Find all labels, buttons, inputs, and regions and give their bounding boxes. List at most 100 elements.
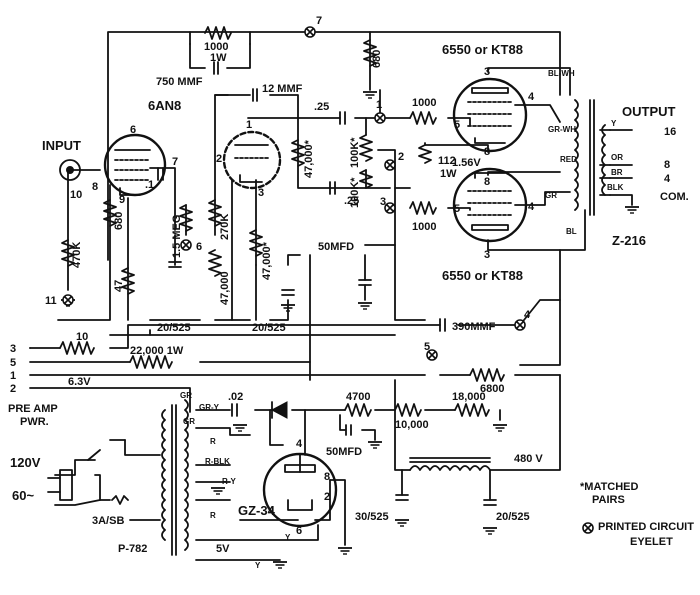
r-22000: 22,000 1W: [130, 345, 184, 357]
output-transformer: [574, 99, 606, 216]
r-680-left: 680: [113, 212, 125, 230]
tube-6550-upper: [452, 77, 528, 153]
tube-6an8-triode: [222, 130, 282, 190]
pin-6550a-3: 3: [484, 66, 490, 78]
tap-8: 8: [664, 159, 670, 171]
r-10000: 10,000: [395, 419, 429, 431]
r-1000-top: 1000: [204, 41, 228, 53]
note-pairs: PAIRS: [592, 494, 625, 506]
pin-3: 3: [10, 343, 16, 355]
c-12: 12 MMF: [262, 83, 303, 95]
wire-blk: BLK: [607, 183, 624, 192]
voltage-480: 480 V: [514, 453, 543, 465]
pin-6an8-6: 6: [130, 124, 136, 136]
c-025-a: .25: [314, 101, 329, 113]
wire-y: Y: [611, 119, 617, 128]
note-matched: *MATCHED: [580, 481, 639, 493]
output-transformer-label: Z-216: [612, 233, 646, 248]
wire-y-3: Y: [255, 561, 261, 570]
r-100k-a: 100K*: [349, 137, 361, 168]
note-eyelet-1: PRINTED CIRCUIT: [598, 521, 694, 533]
fuse-label: 3A/SB: [92, 515, 124, 527]
eyelet-7: 7: [316, 15, 322, 27]
eyelet-6: 6: [196, 241, 202, 253]
c-20-525-a: 20/525: [157, 322, 191, 334]
eyelet-11: 11: [45, 295, 57, 307]
wire-bl: BL: [566, 227, 577, 236]
c-30-525: 30/525: [355, 511, 389, 523]
pin-6550a-8: 8: [484, 146, 490, 158]
tap-4: 4: [664, 173, 671, 185]
tube-gz34: [262, 452, 338, 528]
eyelet-10: 10: [70, 189, 82, 201]
c-50mfd-b: 50MFD: [326, 446, 362, 458]
eyelet-2: 2: [398, 151, 404, 163]
pin-6550b-4: 4: [528, 201, 535, 213]
pin-gz34-8: 8: [324, 471, 330, 483]
pin-6an8-2: 2: [216, 153, 222, 165]
pin-1: 1: [10, 370, 16, 382]
pin-6550a-4: 4: [528, 91, 535, 103]
c-01: .1: [145, 179, 154, 191]
pin-6an8-3: 3: [258, 187, 264, 199]
wiring: [29, 31, 633, 561]
note-eyelet-2: EYELET: [630, 536, 673, 548]
preamp-label: PRE AMP: [8, 403, 58, 415]
pin-6an8-9: 9: [119, 194, 125, 206]
diode: [270, 401, 288, 419]
c-390: 390MMF: [452, 321, 496, 333]
r-680-top: 680: [371, 50, 383, 68]
pin-gz34-6: 6: [296, 525, 302, 537]
r-47000-b: 47,000*: [261, 241, 273, 280]
wire-gr: GR: [545, 191, 557, 200]
r-4700: 4700: [346, 391, 370, 403]
tap-16: 16: [664, 126, 676, 138]
pin-gz34-4: 4: [296, 438, 303, 450]
pwr-label: PWR.: [20, 416, 49, 428]
input-jack: [59, 159, 81, 181]
heater-label: 6.3V: [68, 376, 91, 388]
pin-6550a-5: 5: [454, 119, 460, 131]
wire-gr-2: GR: [183, 417, 195, 426]
line-frequency: 60~: [12, 488, 34, 503]
tube-6550-lower-label: 6550 or KT88: [442, 268, 523, 283]
tube-6an8-pentode: [103, 133, 167, 197]
pin-6an8-7: 7: [172, 156, 178, 168]
wire-r-y: R-Y: [222, 477, 236, 486]
c-02: .02: [228, 391, 243, 403]
line-voltage: 120V: [10, 455, 41, 470]
r-1000-grid-a: 1000: [412, 97, 436, 109]
resistors: [59, 26, 505, 417]
pin-2: 2: [10, 383, 16, 395]
wire-gr-wh: GR-WH: [548, 125, 576, 134]
r-47: 47: [113, 280, 125, 292]
r-112: 112: [438, 155, 456, 167]
voltage-156: 1.56V: [452, 157, 481, 169]
output-label: OUTPUT: [622, 104, 676, 119]
c-750: 750 MMF: [156, 76, 203, 88]
eyelet-4: 4: [524, 309, 531, 321]
r-470k: 470K: [71, 242, 83, 268]
c-20-525-b: 20/525: [252, 322, 286, 334]
r-270k: 270K: [219, 214, 231, 240]
pin-5: 5: [10, 357, 16, 369]
r-47000-c: 47,000*: [303, 139, 315, 178]
c-50mfd-a: 50MFD: [318, 241, 354, 253]
r-47000-a: 47,000: [219, 271, 231, 305]
wire-y-2: Y: [285, 533, 291, 542]
c-20-525-c: 20/525: [496, 511, 530, 523]
wire-gr-p: GR: [180, 391, 192, 400]
tube-gz34-label: GZ-34: [238, 503, 276, 518]
pin-6550b-3: 3: [484, 249, 490, 261]
pin-6an8-8: 8: [92, 181, 98, 193]
wire-r-2: R: [210, 511, 216, 520]
eyelet-1: 1: [376, 99, 382, 111]
r-1000-grid-b: 1000: [412, 221, 436, 233]
power-transformer: [161, 399, 189, 556]
r-10: 10: [76, 331, 88, 343]
pin-6550b-8: 8: [484, 176, 490, 188]
tube-6550-lower: [452, 167, 528, 243]
v5-label: 5V: [216, 543, 230, 555]
eyelet-5: 5: [424, 341, 430, 353]
